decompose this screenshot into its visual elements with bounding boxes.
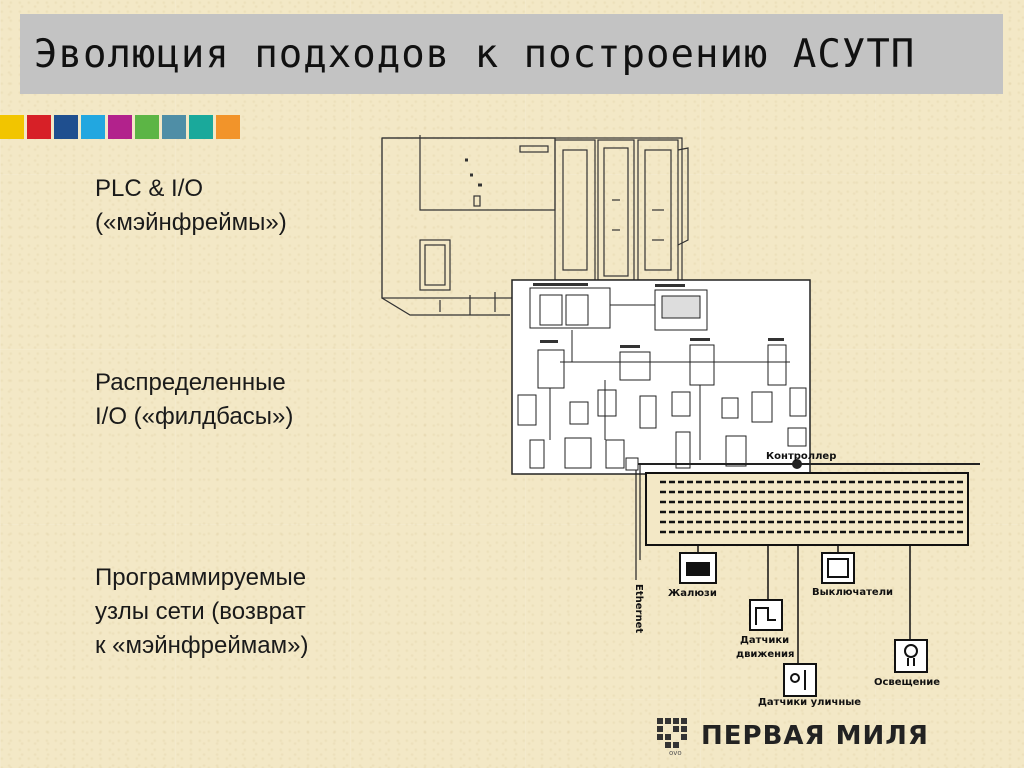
fieldbus-schematic — [511, 279, 811, 475]
bullet-line: к «мэйнфреймам») — [95, 632, 309, 659]
company-logo: ovo ПЕРВАЯ МИЛЯ — [655, 716, 929, 756]
bullet-line: Распределенные — [95, 369, 286, 396]
bullet-line: I/O («филдбасы») — [95, 403, 294, 430]
outdoor-label: Датчики уличные — [758, 697, 861, 708]
ethernet-label: Ethernet — [633, 584, 644, 633]
swatch — [135, 115, 159, 139]
blinds-label: Жалюзи — [668, 588, 717, 599]
bullet-line: узлы сети (возврат — [95, 598, 306, 625]
controller-label: Контроллер — [766, 451, 836, 462]
bullet-line: Программируемые — [95, 564, 307, 591]
bullet-plc: PLC & I/O («мэйнфреймы») — [95, 172, 287, 240]
swatch — [162, 115, 186, 139]
swatch — [27, 115, 51, 139]
bullet-fieldbus: Распределенные I/O («филдбасы») — [95, 366, 293, 434]
motion-label: движения — [736, 649, 794, 660]
swatch — [81, 115, 105, 139]
title-bar: Эволюция подходов к построению АСУТП — [20, 14, 1003, 94]
lighting-label: Освещение — [874, 677, 940, 688]
bullet-network-nodes: Программируемые узлы сети (возврат к «мэ… — [95, 561, 308, 663]
bullet-line: PLC & I/O — [95, 175, 204, 202]
swatch — [0, 115, 24, 139]
swatch — [54, 115, 78, 139]
bullet-line: («мэйнфреймы») — [95, 209, 287, 236]
page-title: Эволюция подходов к построению АСУТП — [34, 31, 916, 77]
logo-text: ПЕРВАЯ МИЛЯ — [701, 721, 929, 751]
logo-grid-icon: ovo — [657, 718, 687, 756]
logo-subtext: ovo — [669, 749, 682, 756]
motion-label: Датчики — [740, 635, 789, 646]
swatch — [216, 115, 240, 139]
switches-label: Выключатели — [812, 587, 893, 598]
color-swatches — [0, 115, 243, 139]
network-node-diagram: Контроллер Ethernet Жалюзи Выключатели Д… — [625, 451, 980, 708]
swatch — [108, 115, 132, 139]
swatch — [189, 115, 213, 139]
